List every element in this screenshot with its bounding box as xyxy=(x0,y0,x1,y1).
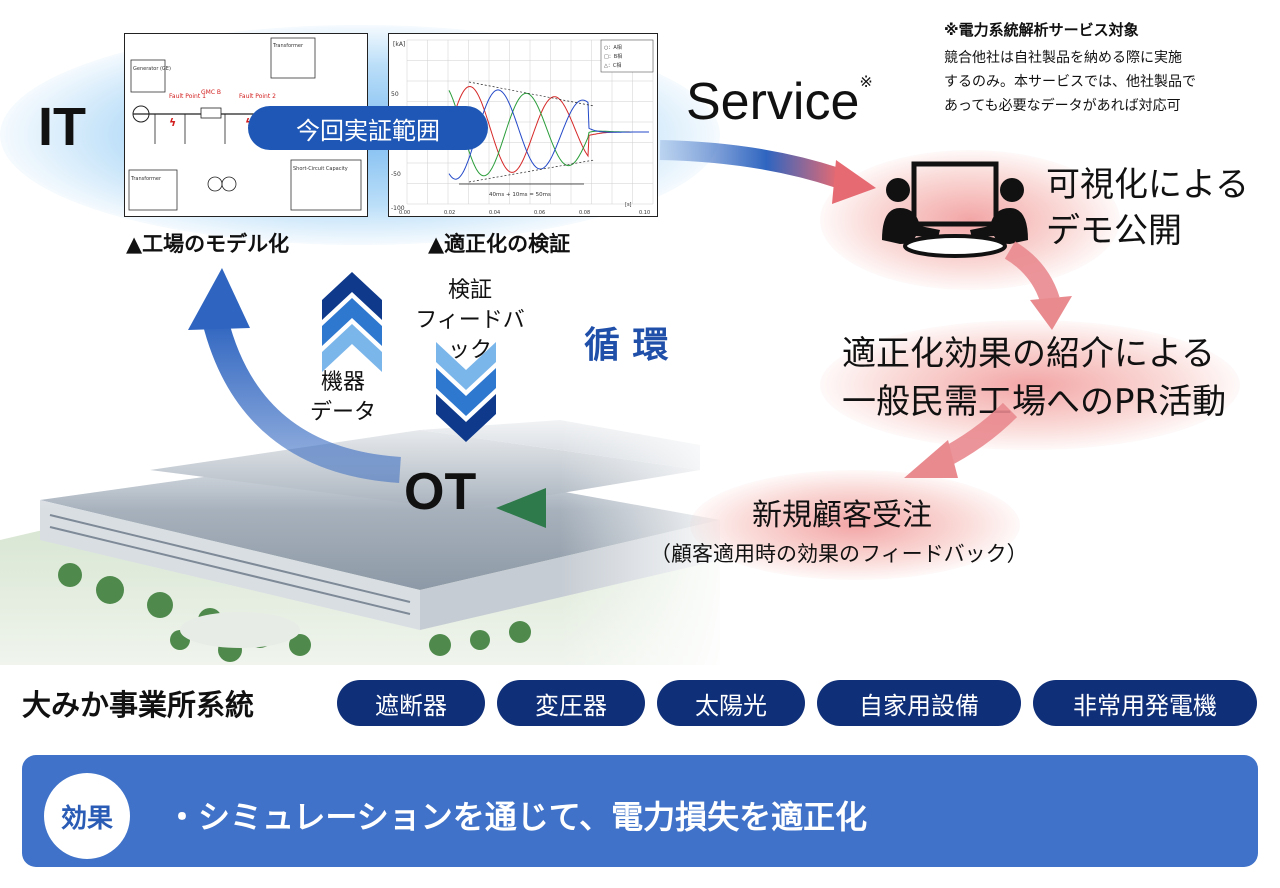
device-line-2: データ xyxy=(309,400,376,425)
down-chevrons xyxy=(436,342,496,442)
arrow-to-it xyxy=(202,316,401,483)
verification-waveform: [kA] 50 0 -50 -100 ○：A相 □：B相 △：C相 40ms +… xyxy=(388,33,658,217)
order-label: 新規顧客受注 xyxy=(752,498,932,533)
legend-b: □：B相 xyxy=(604,53,622,60)
caption-verify: ▲適正化の検証 xyxy=(428,232,571,256)
fault1-text: Fault Point 1 xyxy=(169,93,206,100)
verify-line-1: 検証 xyxy=(447,278,492,303)
legend-c: △：C相 xyxy=(604,62,621,69)
wave-ytick-m50: -50 xyxy=(391,171,401,178)
equipment-generator-text: 非常用発電機 xyxy=(1073,691,1217,720)
site-label: 大みか事業所系統 xyxy=(22,688,255,722)
wave-ytick-50: 50 xyxy=(391,91,399,98)
equipment-breaker-text: 遮断器 xyxy=(375,691,447,720)
equipment-private-text: 自家用設備 xyxy=(859,691,979,720)
xtick-5: 0.10 xyxy=(639,210,650,216)
demo-glow xyxy=(820,150,1120,290)
verify-line-2: フィードバック xyxy=(415,308,525,363)
note-title: ※電力系統解析サービス対象 xyxy=(944,21,1139,39)
effect-bar xyxy=(22,755,1258,867)
equipment-transformer: 変圧器 xyxy=(497,680,645,726)
caption-model: ▲工場のモデル化 xyxy=(126,232,290,256)
pr-line-2: 一般民需工場へのPR活動 xyxy=(842,382,1227,422)
equipment-private: 自家用設備 xyxy=(817,680,1021,726)
it-label: IT xyxy=(38,97,86,157)
xtick-3: 0.06 xyxy=(534,210,545,216)
scope-badge-text: 今回実証範囲 xyxy=(296,116,440,145)
pr-text: 適正化効果の紹介による 一般民需工場へのPR活動 xyxy=(842,330,1226,426)
arrow-to-pr xyxy=(1004,241,1060,304)
gmc-text: GMC B xyxy=(201,89,221,96)
device-line-1: 機器 xyxy=(320,370,365,395)
arrow-to-ot-head xyxy=(496,488,546,528)
short-circuit-text: Short-Circuit Capacity xyxy=(293,166,348,172)
transformer-top-text: Transformer xyxy=(272,43,304,49)
effect-badge-text: 効果 xyxy=(60,803,113,834)
ot-label: OT xyxy=(404,463,477,521)
equipment-transformer-text: 変圧器 xyxy=(535,691,607,720)
transformer-bottom-text: Transformer xyxy=(130,176,162,182)
wave-envelope xyxy=(468,81,595,183)
order-sub: （顧客適用時の効果のフィードバック） xyxy=(650,542,1028,566)
pr-glow xyxy=(820,320,1240,450)
wave-unit: [kA] xyxy=(393,41,405,48)
xtick-4: 0.08 xyxy=(579,210,590,216)
equipment-solar: 太陽光 xyxy=(657,680,805,726)
arrow-to-order-head xyxy=(904,440,958,478)
xtick-0: 0.00 xyxy=(399,210,410,216)
note-line-1: 競合他社は自社製品を納める際に実施 xyxy=(944,50,1182,66)
service-note-mark: ※ xyxy=(859,74,873,91)
cycle-label: 循 環 xyxy=(584,325,669,366)
effect-text: ・シミュレーションを通じて、電力損失を適正化 xyxy=(166,798,868,836)
equipment-solar-text: 太陽光 xyxy=(695,691,767,720)
svg-text:ϟ: ϟ xyxy=(169,116,176,129)
note-line-3: あっても必要なデータがあれば対応可 xyxy=(944,98,1181,114)
meeting-icon xyxy=(882,161,1028,258)
demo-line-1: 可視化による xyxy=(1046,165,1249,205)
arrow-to-service-head xyxy=(832,160,876,204)
waveform-plot: [kA] 50 0 -50 -100 ○：A相 □：B相 △：C相 40ms +… xyxy=(391,39,654,216)
equipment-breaker: 遮断器 xyxy=(337,680,485,726)
equipment-generator: 非常用発電機 xyxy=(1033,680,1257,726)
generator-text: Generator (GE) xyxy=(133,66,171,72)
demo-text: 可視化による デモ公開 xyxy=(1046,162,1249,254)
xtick-1: 0.02 xyxy=(444,210,455,216)
arrow-to-pr-head xyxy=(1030,296,1072,330)
wave-ytick-m100: -100 xyxy=(391,205,405,212)
effect-badge: 効果 xyxy=(44,773,130,859)
device-data-label: 機器 データ xyxy=(298,368,388,428)
note-line-2: するのみ。本サービスでは、他社製品で xyxy=(944,74,1196,90)
legend-a: ○：A相 xyxy=(604,44,622,51)
demo-line-2: デモ公開 xyxy=(1046,211,1182,251)
service-label: Service※ xyxy=(686,72,873,132)
service-text: Service xyxy=(686,73,860,131)
service-note: ※電力系統解析サービス対象 競合他社は自社製品を納める際に実施 するのみ。本サー… xyxy=(944,18,1270,118)
arrow-to-service xyxy=(659,140,842,188)
order-glow xyxy=(690,470,1020,580)
up-chevrons xyxy=(322,272,382,372)
verify-feedback-label: 検証 フィードバック xyxy=(410,276,530,366)
pr-line-1: 適正化効果の紹介による xyxy=(842,334,1215,374)
xtick-2: 0.04 xyxy=(489,210,500,216)
arrow-to-it-head xyxy=(188,268,250,330)
wave-span: 40ms + 10ms = 50ms xyxy=(489,192,551,198)
scope-badge: 今回実証範囲 xyxy=(248,106,488,150)
x-unit: [s] xyxy=(625,202,632,208)
fault2-text: Fault Point 2 xyxy=(239,93,276,100)
